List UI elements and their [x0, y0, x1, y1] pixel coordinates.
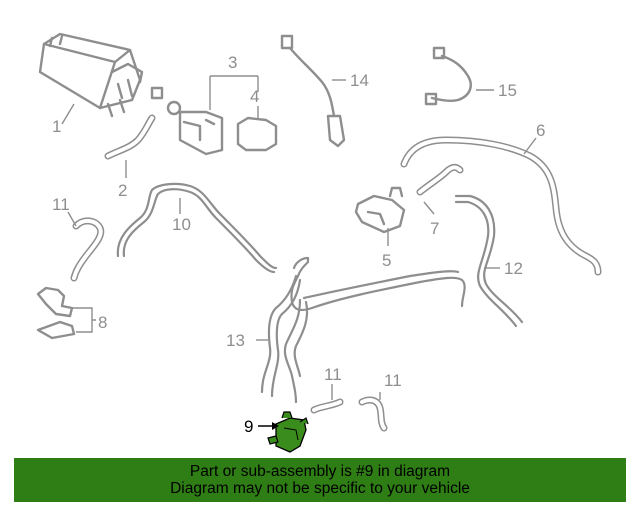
- callout-6: 6: [536, 121, 545, 140]
- callout-2: 2: [118, 181, 127, 200]
- callout-12: 12: [504, 259, 523, 278]
- part-3-valve-assembly: [166, 100, 224, 156]
- callout-11-upper: 11: [52, 195, 70, 214]
- callout-14: 14: [350, 71, 369, 90]
- callout-10: 10: [172, 215, 191, 234]
- part-12-hose: [454, 194, 524, 328]
- callout-8: 8: [98, 313, 107, 332]
- callout-7: 7: [430, 219, 439, 238]
- callout-9: 9: [244, 417, 253, 436]
- part-13-hose-assembly: [260, 256, 466, 404]
- part-4-switching-valve: [236, 116, 278, 152]
- notice-banner: Part or sub-assembly is #9 in diagram Di…: [14, 458, 626, 502]
- callout-15: 15: [498, 81, 517, 100]
- part-9-vacuum-valve-highlighted: [267, 411, 309, 453]
- notice-line-1: Part or sub-assembly is #9 in diagram: [189, 463, 451, 480]
- callout-4: 4: [250, 87, 259, 106]
- part-8-brackets: [36, 286, 76, 340]
- part-1-canister: [38, 32, 164, 118]
- part-7-hose: [416, 163, 464, 196]
- part-14-oxygen-sensor: [280, 34, 346, 148]
- callout-13: 13: [226, 331, 245, 350]
- part-6-hose: [400, 136, 602, 276]
- part-11-hose-right: [358, 396, 388, 432]
- part-11-hose-upper: [70, 217, 105, 282]
- part-2-hose: [104, 114, 156, 160]
- callout-1: 1: [52, 117, 61, 136]
- part-10-hose: [116, 182, 278, 274]
- callout-3: 3: [228, 53, 237, 72]
- part-15-oxygen-sensor: [424, 46, 472, 106]
- callout-5: 5: [382, 251, 391, 270]
- part-5-purge-valve: [354, 186, 406, 234]
- callout-11-right: 11: [384, 371, 402, 390]
- notice-line-2: Diagram may not be specific to your vehi…: [170, 480, 470, 497]
- part-11-hose-middle: [310, 398, 344, 414]
- callout-11-middle: 11: [324, 365, 342, 384]
